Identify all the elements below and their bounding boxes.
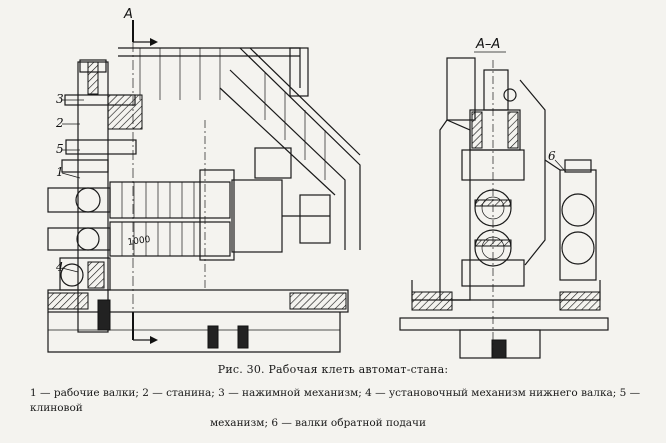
- callout-4: 4: [55, 260, 64, 274]
- housing-column: [61, 59, 143, 333]
- figure-legend: 1 — рабочие валки; 2 — станина; 3 — нажи…: [30, 386, 650, 431]
- figure-caption: Рис. 30. Рабочая клеть автомат-стана:: [217, 363, 449, 376]
- side-view: A: [47, 7, 361, 353]
- section-title: А–А: [475, 37, 500, 52]
- section-view: А–А: [399, 37, 609, 359]
- callout-1: 1: [56, 165, 64, 179]
- lower-work-roll: [47, 221, 231, 257]
- machine-base: [47, 257, 349, 353]
- callout-2: 2: [55, 116, 64, 130]
- upper-work-roll: [47, 181, 231, 219]
- callout-3: 3: [56, 92, 64, 106]
- section-base: [399, 60, 609, 359]
- legend-line-2: механизм; 6 — валки обратной подачи: [210, 417, 426, 429]
- guard-railing: [118, 47, 361, 250]
- callout-5: 5: [56, 142, 64, 156]
- section-housing: [439, 57, 561, 301]
- callout-6: 6: [548, 149, 556, 163]
- legend-line-1: 1 — рабочие валки; 2 — станина; 3 — нажи…: [30, 387, 641, 414]
- drive-assembly: [199, 147, 331, 261]
- section-line-a: [132, 20, 158, 344]
- roll-size-text: 1000: [127, 235, 151, 248]
- return-feed-rolls: [559, 159, 597, 281]
- section-mark-top: A: [123, 7, 133, 22]
- technical-drawing: A: [47, 7, 609, 359]
